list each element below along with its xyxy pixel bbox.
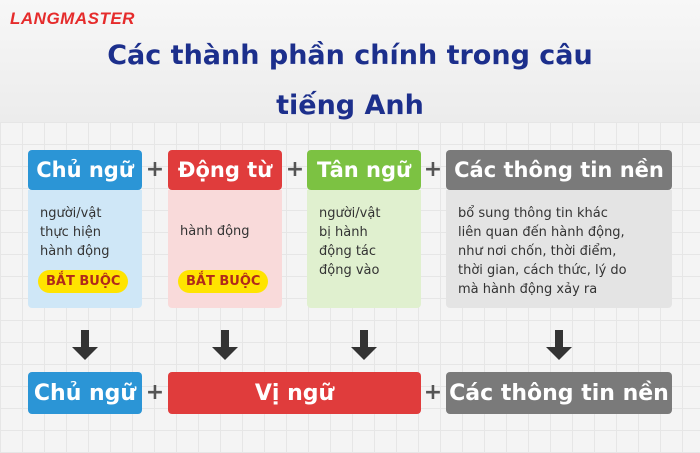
subject-description: người/vật thực hiện hành động xyxy=(40,204,110,261)
verb-card: hành động BẮT BUỘC xyxy=(168,190,282,308)
required-badge: BẮT BUỘC xyxy=(38,270,129,293)
subject-header: Chủ ngữ xyxy=(28,150,142,190)
text-line: người/vật xyxy=(40,206,102,221)
subject-card: người/vật thực hiện hành động BẮT BUỘC xyxy=(28,190,142,308)
arrow-down-icon xyxy=(351,330,377,360)
result-background-info-box: Các thông tin nền xyxy=(446,372,672,414)
text-line: hành động xyxy=(180,224,250,239)
result-predicate-box: Vị ngữ xyxy=(168,372,421,414)
plus-sign: + xyxy=(285,157,305,182)
text-line: bổ sung thông tin khác xyxy=(458,206,608,221)
arrow-down-icon xyxy=(72,330,98,360)
text-line: hành động xyxy=(40,244,110,259)
background-info-header: Các thông tin nền xyxy=(446,150,672,190)
object-header: Tân ngữ xyxy=(307,150,421,190)
text-line: liên quan đến hành động, xyxy=(458,225,625,240)
object-card: người/vật bị hành động tác động vào xyxy=(307,190,421,308)
page-title-line-2: tiếng Anh xyxy=(276,90,424,121)
text-line: thời gian, cách thức, lý do xyxy=(458,263,627,278)
brand-logo: LANGMASTER xyxy=(10,9,135,28)
background-info-description: bổ sung thông tin khác liên quan đến hàn… xyxy=(458,204,627,299)
text-line: động vào xyxy=(319,263,380,278)
object-description: người/vật bị hành động tác động vào xyxy=(319,204,380,280)
text-line: bị hành xyxy=(319,225,368,240)
text-line: người/vật xyxy=(319,206,381,221)
plus-sign: + xyxy=(145,380,165,405)
title-background xyxy=(0,0,700,122)
text-line: như nơi chốn, thời điểm, xyxy=(458,244,617,259)
required-badge: BẮT BUỘC xyxy=(178,270,269,293)
text-line: động tác xyxy=(319,244,377,259)
text-line: thực hiện xyxy=(40,225,101,240)
arrow-down-icon xyxy=(546,330,572,360)
plus-sign: + xyxy=(423,380,443,405)
plus-sign: + xyxy=(145,157,165,182)
verb-header: Động từ xyxy=(168,150,282,190)
plus-sign: + xyxy=(423,157,443,182)
text-line: mà hành động xảy ra xyxy=(458,282,598,297)
page-title-line-1: Các thành phần chính trong câu xyxy=(107,40,593,71)
result-subject-box: Chủ ngữ xyxy=(28,372,142,414)
arrow-down-icon xyxy=(212,330,238,360)
background-info-card: bổ sung thông tin khác liên quan đến hàn… xyxy=(446,190,672,308)
verb-description: hành động xyxy=(180,222,250,241)
